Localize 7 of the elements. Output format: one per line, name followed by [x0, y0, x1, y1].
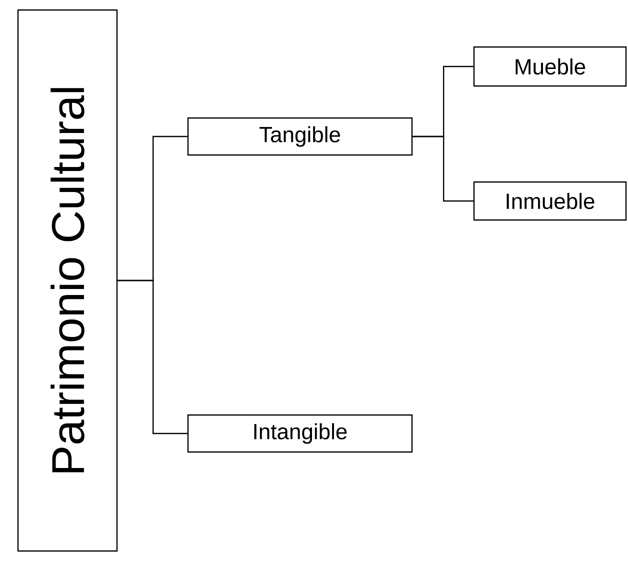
label-box: Intangible	[187, 414, 413, 453]
label-box: Mueble	[473, 46, 627, 87]
label-box: Inmueble	[473, 181, 627, 221]
connector-line	[118, 280, 188, 434]
category-box: Patrimonio Cultural	[17, 9, 118, 552]
connector-line	[412, 136, 474, 202]
label-box: Tangible	[187, 117, 413, 156]
